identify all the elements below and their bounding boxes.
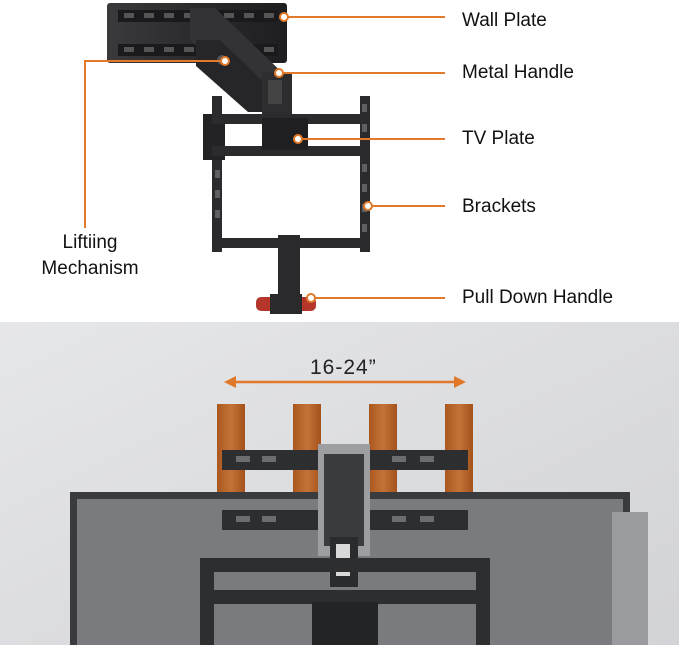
installation-scene <box>0 322 679 645</box>
lifting-label-line2: Mechanism <box>41 258 139 279</box>
product-callout-panel: Wall Plate Metal Handle TV Plate Bracket… <box>0 0 679 322</box>
lifting-label-line1: Liftiing <box>62 232 118 253</box>
installed-wall-plate <box>222 444 468 587</box>
installation-photo-panel: 16-24” <box>0 322 679 645</box>
brackets-label: Brackets <box>462 196 536 217</box>
pull-down-handle-label: Pull Down Handle <box>462 287 614 308</box>
callout-lines <box>84 16 445 299</box>
mount-diagram <box>84 3 445 314</box>
tv-plate-label: TV Plate <box>462 128 535 149</box>
lifting-arms <box>190 8 292 117</box>
tv-plate-frame <box>203 96 370 252</box>
stud-spacing-label: 16-24” <box>310 356 377 379</box>
callout-dots <box>220 12 373 303</box>
wall-plate-label: Wall Plate <box>462 10 547 31</box>
stud-spacing-arrow <box>224 376 466 388</box>
installed-tv-plate <box>200 558 490 645</box>
metal-handle-label: Metal Handle <box>462 62 574 83</box>
pull-down-column <box>256 235 316 314</box>
lifting-mechanism-label: Liftiing Mechanism <box>30 230 150 282</box>
